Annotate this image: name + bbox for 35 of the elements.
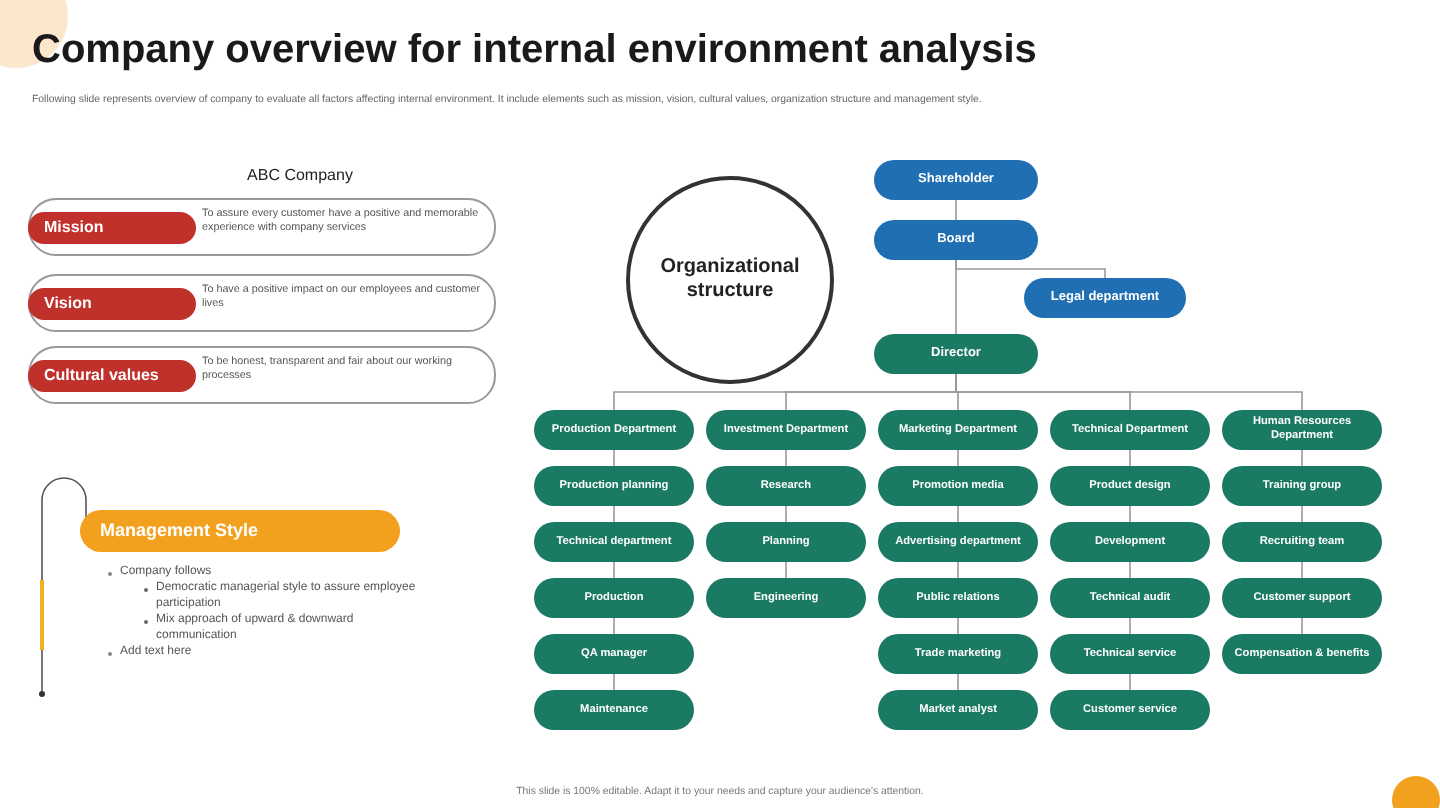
connector-line [613, 673, 615, 691]
connector-line [957, 505, 959, 523]
connector-line [957, 617, 959, 635]
connector-line [785, 505, 787, 523]
company-name: ABC Company [245, 166, 355, 187]
connector-line [957, 449, 959, 467]
connector-line [955, 259, 957, 335]
connector-line [1301, 505, 1303, 523]
statement-card [28, 198, 496, 256]
connector-line [785, 449, 787, 467]
connector-line [1129, 505, 1131, 523]
connector-line [613, 617, 615, 635]
statement-card [28, 274, 496, 332]
connector-line [955, 199, 957, 221]
connector-line [1129, 561, 1131, 579]
connector-line [1129, 617, 1131, 635]
heading-pill: Cultural values [28, 360, 196, 392]
connector-line [1129, 449, 1131, 467]
section-banner: Management Style [80, 510, 400, 552]
heading-pill: Vision [28, 288, 196, 320]
connector-line [1301, 617, 1303, 635]
statement-card [28, 346, 496, 404]
connector-line [785, 561, 787, 579]
connector-line [955, 373, 1303, 411]
heading-pill: Mission [28, 212, 196, 244]
connector-line [957, 561, 959, 579]
connector-line [613, 505, 615, 523]
connector-line [613, 561, 615, 579]
connector-line [1301, 561, 1303, 579]
slide-title: Company overview for internal environment analysis [32, 28, 1039, 74]
connector-line [613, 449, 615, 467]
connector-line [1301, 449, 1303, 467]
connector-line [1129, 673, 1131, 691]
circle-node: Organizational structure [626, 176, 834, 384]
connector-line [957, 673, 959, 691]
